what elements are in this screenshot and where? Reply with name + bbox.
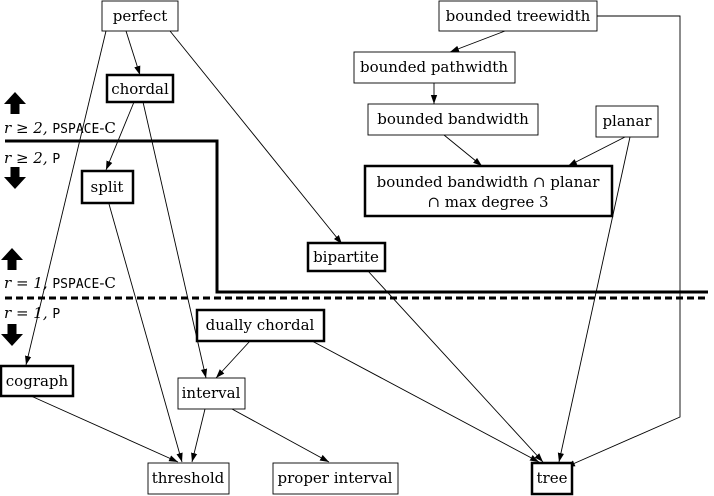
svg-text:perfect: perfect [113,7,168,25]
svg-text:split: split [91,178,124,196]
node-dually-chordal: dually chordal [195,308,326,343]
node-planar: planar [595,105,659,138]
edge-bipartite-tree [367,270,544,463]
svg-text:bounded pathwidth: bounded pathwidth [360,58,508,76]
svg-text:bounded treewidth: bounded treewidth [446,7,591,25]
svg-text:bounded bandwidth: bounded bandwidth [377,110,529,128]
node-cograph: cograph [0,364,75,398]
edge-bandwidth-bbplanar [443,134,483,167]
down-arrow-icon [1,324,23,346]
down-arrow-icon [4,167,26,189]
edge-interval-proper-interval [231,408,330,463]
r2-boundary-line [5,139,708,294]
edge-chordal-interval [142,101,208,379]
edge-treewidth-pathwidth [449,30,506,53]
edge-bounded-treewidth-tree [565,15,681,468]
edge-planar-tree [557,136,631,463]
edge-dually-chordal-interval [215,340,251,379]
svg-text:chordal: chordal [111,80,169,98]
svg-text:tree: tree [537,469,568,487]
node-bounded-pathwidth: bounded pathwidth [353,51,516,84]
node-proper-interval: proper interval [272,462,399,495]
node-bounded-bandwidth: bounded bandwidth [367,103,539,136]
edge-cograph-threshold [30,395,179,463]
svg-text:dually chordal: dually chordal [206,316,315,334]
svg-text:cograph: cograph [6,372,69,390]
svg-text:∩ max degree 3: ∩ max degree 3 [427,193,548,211]
svg-text:bipartite: bipartite [313,248,379,266]
edge-interval-threshold [191,408,206,463]
edge-perfect-bipartite [169,30,343,245]
region-r2-p-label: r ≥ 2, P [4,149,60,167]
edge-planar-bbplanar [567,136,626,167]
svg-text:proper interval: proper interval [278,469,393,487]
edge-dually-chordal-tree [311,340,540,463]
region-r1-p-label: r = 1, P [4,304,60,322]
region-r2-pspace-label: r ≥ 2, PSPACE-C [4,119,116,137]
up-arrow-icon [4,92,26,114]
node-perfect: perfect [101,0,179,32]
node-bipartite: bipartite [306,241,387,273]
edge-perfect-chordal [125,30,141,76]
region-r1-pspace-label: r = 1, PSPACE-C [4,274,116,292]
up-arrow-icon [1,248,23,270]
node-bounded-bandwidth-planar-maxdeg3: bounded bandwidth ∩ planar ∩ max degree … [363,164,614,218]
edge-chordal-split [105,101,135,171]
edge-perfect-cograph [25,30,107,366]
edges [25,15,681,468]
edge-split-threshold [108,203,183,463]
node-bounded-treewidth: bounded treewidth [438,0,598,32]
node-chordal: chordal [105,73,175,104]
svg-text:planar: planar [602,112,652,130]
svg-text:bounded bandwidth ∩ planar: bounded bandwidth ∩ planar [377,173,601,191]
node-tree: tree [530,461,574,496]
svg-text:interval: interval [182,384,241,402]
node-threshold: threshold [147,462,230,495]
node-interval: interval [177,377,246,410]
node-split: split [80,169,135,205]
svg-text:threshold: threshold [152,469,225,487]
